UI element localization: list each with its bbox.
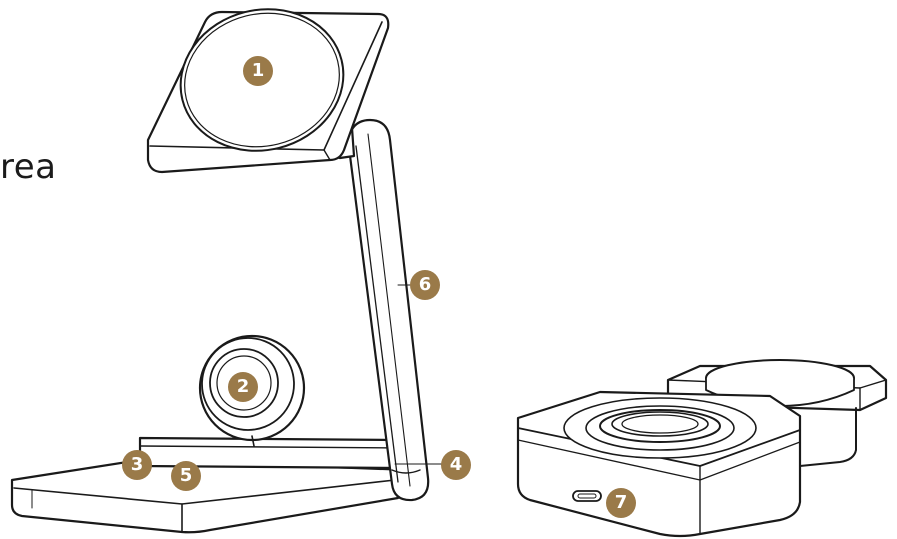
stand-base — [12, 460, 410, 532]
section-heading: rea — [0, 150, 56, 184]
folded-charger — [518, 360, 886, 536]
callout-badge-2: 2 — [228, 372, 258, 402]
callout-badge-1: 1 — [243, 56, 273, 86]
callout-badge-3: 3 — [122, 450, 152, 480]
callout-badge-7: 7 — [606, 488, 636, 518]
usb-c-port — [573, 491, 601, 501]
folded-front-block — [518, 392, 800, 536]
callout-badge-4: 4 — [441, 450, 471, 480]
callout-badge-5: 5 — [171, 461, 201, 491]
charging-stand — [12, 0, 428, 532]
callout-badge-6: 6 — [410, 270, 440, 300]
